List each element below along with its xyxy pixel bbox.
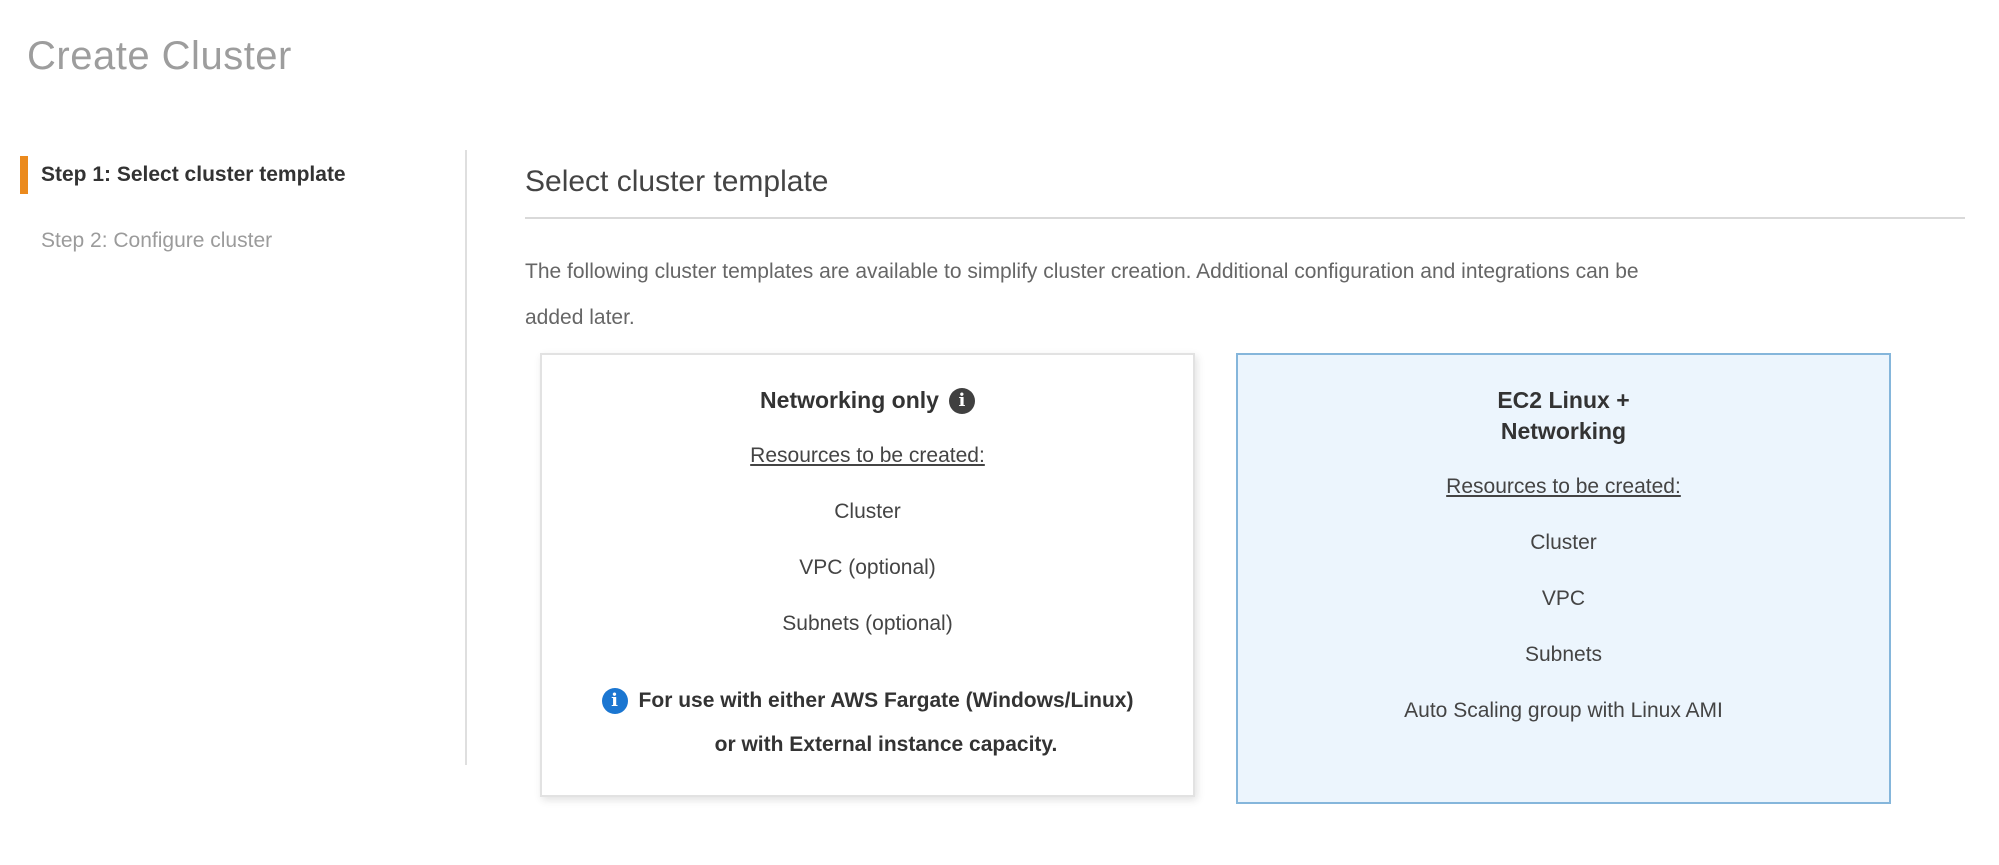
main-content: Select cluster template The following cl…: [467, 150, 1999, 804]
template-cards-row: Networking only i Resources to be create…: [540, 353, 1965, 804]
info-icon-glyph: i: [611, 690, 618, 711]
resource-item: Auto Scaling group with Linux AMI: [1404, 699, 1723, 722]
step-2-configure-cluster[interactable]: Step 2: Configure cluster: [41, 229, 273, 252]
info-icon: i: [601, 688, 628, 714]
template-card-ec2-linux-networking[interactable]: EC2 Linux + Networking Resources to be c…: [1236, 353, 1891, 804]
resource-item: Subnets: [1524, 643, 1603, 666]
card-title-row: EC2 Linux + Networking: [1497, 385, 1629, 447]
step-1-select-cluster-template[interactable]: Step 1: Select cluster template: [20, 156, 465, 194]
resource-item: Cluster: [834, 500, 901, 523]
resource-item: Cluster: [1530, 531, 1597, 554]
resource-item: VPC (optional): [799, 556, 936, 579]
card-title: EC2 Linux + Networking: [1497, 387, 1630, 444]
wizard-layout: Step 1: Select cluster template Step 2: …: [0, 150, 1999, 804]
info-icon-glyph: i: [958, 389, 966, 411]
heading-divider: [525, 217, 1965, 219]
card-title-row: Networking only i: [760, 385, 975, 416]
card-title: Networking only: [760, 387, 939, 413]
resource-item: Subnets (optional): [782, 612, 953, 635]
resources-to-be-created-label: Resources to be created:: [750, 444, 985, 467]
wizard-steps-sidebar: Step 1: Select cluster template Step 2: …: [0, 150, 467, 765]
resources-to-be-created-label: Resources to be created:: [1446, 475, 1681, 498]
page-title: Create Cluster: [27, 34, 292, 78]
card-usage-note: i For use with either AWS Fargate (Windo…: [601, 659, 1134, 767]
card-note-text: For use with either AWS Fargate (Windows…: [638, 689, 1134, 756]
resource-item: VPC: [1541, 587, 1586, 610]
section-heading: Select cluster template: [525, 165, 829, 198]
info-icon[interactable]: i: [948, 387, 975, 414]
template-card-networking-only[interactable]: Networking only i Resources to be create…: [540, 353, 1195, 797]
section-description: The following cluster templates are avai…: [525, 260, 1639, 329]
